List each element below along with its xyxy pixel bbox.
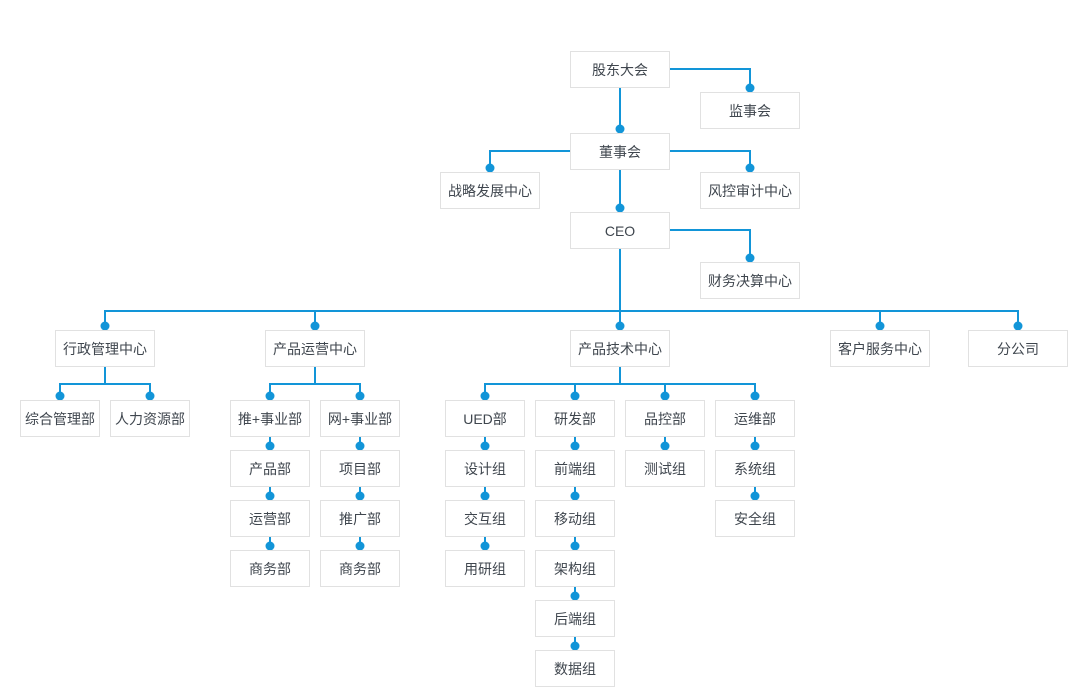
node-system-group: 系统组 [715, 450, 795, 487]
node-financial-settlement-center: 财务决算中心 [700, 262, 800, 299]
node-rd-dept: 研发部 [535, 400, 615, 437]
node-human-resources-dept: 人力资源部 [110, 400, 190, 437]
node-product-operations-center: 产品运营中心 [265, 330, 365, 367]
node-data-group: 数据组 [535, 650, 615, 687]
node-architecture-group: 架构组 [535, 550, 615, 587]
node-qc-dept: 品控部 [625, 400, 705, 437]
node-frontend-group: 前端组 [535, 450, 615, 487]
node-product-dept: 产品部 [230, 450, 310, 487]
node-strategic-development-center: 战略发展中心 [440, 172, 540, 209]
node-project-dept: 项目部 [320, 450, 400, 487]
node-ceo: CEO [570, 212, 670, 249]
node-supervisory-board: 监事会 [700, 92, 800, 129]
node-user-research-group: 用研组 [445, 550, 525, 587]
node-tui-business-dept: 推+事业部 [230, 400, 310, 437]
node-testing-group: 测试组 [625, 450, 705, 487]
node-wang-business-dept: 网+事业部 [320, 400, 400, 437]
node-customer-service-center: 客户服务中心 [830, 330, 930, 367]
node-general-management-dept: 综合管理部 [20, 400, 100, 437]
node-design-group: 设计组 [445, 450, 525, 487]
node-business-dept-wang: 商务部 [320, 550, 400, 587]
node-ued-dept: UED部 [445, 400, 525, 437]
node-promotion-dept: 推广部 [320, 500, 400, 537]
node-business-dept-tui: 商务部 [230, 550, 310, 587]
node-board-of-directors: 董事会 [570, 133, 670, 170]
node-risk-control-audit-center: 风控审计中心 [700, 172, 800, 209]
node-interaction-group: 交互组 [445, 500, 525, 537]
node-security-group: 安全组 [715, 500, 795, 537]
node-mobile-group: 移动组 [535, 500, 615, 537]
node-operations-dept: 运营部 [230, 500, 310, 537]
node-ops-dept: 运维部 [715, 400, 795, 437]
node-branch-company: 分公司 [968, 330, 1068, 367]
node-admin-management-center: 行政管理中心 [55, 330, 155, 367]
node-product-technology-center: 产品技术中心 [570, 330, 670, 367]
node-backend-group: 后端组 [535, 600, 615, 637]
connector-dots [55, 83, 1023, 651]
node-shareholders-meeting: 股东大会 [570, 51, 670, 88]
